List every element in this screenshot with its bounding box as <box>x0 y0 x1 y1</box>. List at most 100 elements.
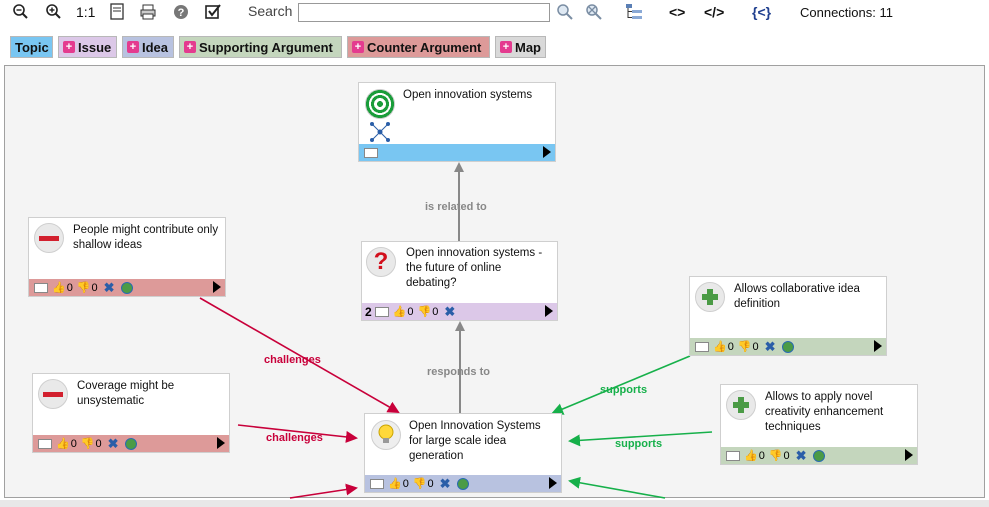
lightbulb-icon <box>371 420 401 450</box>
thumbs-up-icon[interactable]: 👍 <box>713 341 727 353</box>
description-doc-icon[interactable] <box>370 478 384 489</box>
link-related-label[interactable]: is related to <box>425 201 487 213</box>
embed-code-button[interactable]: <> <box>669 4 686 20</box>
tree-layout-icon[interactable] <box>624 2 644 22</box>
clear-search-icon[interactable] <box>584 2 604 22</box>
expand-arrow-icon[interactable] <box>217 437 225 449</box>
link-challenges1-label[interactable]: challenges <box>264 354 321 366</box>
filter-counter-argument-button[interactable]: +Counter Argument <box>347 36 490 58</box>
search-icon[interactable] <box>555 2 575 22</box>
topic-node-footer <box>359 144 555 161</box>
description-doc-icon[interactable] <box>34 282 48 293</box>
thumbs-up-icon[interactable]: 👍 <box>388 478 402 490</box>
globe-icon[interactable] <box>456 477 469 490</box>
zoom-out-icon[interactable] <box>10 2 30 22</box>
topic-node[interactable]: Open innovation systems <box>358 82 556 162</box>
globe-icon[interactable] <box>124 437 137 450</box>
globe-icon[interactable] <box>812 449 825 462</box>
link-supports3-line[interactable] <box>568 476 666 499</box>
link-challenges2-label[interactable]: challenges <box>266 432 323 444</box>
delete-icon[interactable]: ✖ <box>439 475 451 491</box>
link-supports1-label[interactable]: supports <box>600 384 648 396</box>
issue-node-footer: 2 👍0 👎0 ✖ <box>362 303 557 320</box>
delete-icon[interactable]: ✖ <box>107 435 119 451</box>
counter-argument-node[interactable]: People might contribute only shallow ide… <box>28 217 226 297</box>
link-challenges2-line[interactable] <box>237 424 358 443</box>
zoom-actual-size-button[interactable]: 1:1 <box>76 4 96 20</box>
expand-arrow-icon[interactable] <box>905 449 913 461</box>
link-supports2-line[interactable] <box>568 431 713 447</box>
thumbs-up-icon[interactable]: 👍 <box>392 306 407 318</box>
thumbs-up-icon[interactable]: 👍 <box>744 450 758 462</box>
link-challenges1-line[interactable] <box>199 297 400 413</box>
con1-node-title: People might contribute only shallow ide… <box>73 224 219 251</box>
supporting-argument-node[interactable]: Allows to apply novel creativity enhance… <box>720 384 918 465</box>
expand-arrow-icon[interactable] <box>549 477 557 489</box>
pro2-down-votes: 0 <box>783 449 790 462</box>
delete-icon[interactable]: ✖ <box>764 338 776 354</box>
topic-node-title: Open innovation systems <box>403 89 533 101</box>
page-view-icon[interactable] <box>107 2 127 22</box>
plus-icon: + <box>352 41 364 53</box>
plus-icon: + <box>63 41 75 53</box>
edit-code-button[interactable]: </> <box>704 4 725 20</box>
filter-idea-button[interactable]: +Idea <box>122 36 174 58</box>
help-icon[interactable]: ? <box>171 2 191 22</box>
expand-arrow-icon[interactable] <box>213 281 221 293</box>
link-challenges3-line[interactable] <box>289 483 358 499</box>
link-supports1-line[interactable] <box>551 355 691 415</box>
thumbs-down-icon[interactable]: 👎 <box>76 282 91 294</box>
delete-icon[interactable]: ✖ <box>795 447 807 463</box>
filter-map-button[interactable]: +Map <box>495 36 546 58</box>
network-map-icon[interactable] <box>369 121 391 143</box>
link-responds-label[interactable]: responds to <box>427 366 490 378</box>
delete-icon[interactable]: ✖ <box>444 303 456 319</box>
delete-icon[interactable]: ✖ <box>103 279 115 295</box>
con2-down-votes: 0 <box>95 437 102 450</box>
filter-supporting-argument-button[interactable]: +Supporting Argument <box>179 36 342 58</box>
issue-child-count: 2 <box>365 304 372 319</box>
checkbox-select-icon[interactable] <box>203 2 223 22</box>
expand-arrow-icon[interactable] <box>543 146 551 158</box>
thumbs-up-icon[interactable]: 👍 <box>52 282 66 294</box>
thumbs-down-icon[interactable]: 👎 <box>412 478 427 490</box>
issue-up-votes: 0 <box>407 305 414 318</box>
zoom-in-icon[interactable] <box>43 2 63 22</box>
thumbs-down-icon[interactable]: 👎 <box>737 341 752 353</box>
con1-down-votes: 0 <box>91 281 98 294</box>
question-icon: ? <box>366 247 396 277</box>
expand-arrow-icon[interactable] <box>545 305 553 317</box>
filter-topic-button[interactable]: Topic <box>10 36 53 58</box>
globe-icon[interactable] <box>781 340 794 353</box>
pro2-node-footer: 👍0 👎0 ✖ <box>721 447 917 464</box>
plus-icon: + <box>127 41 139 53</box>
issue-down-votes: 0 <box>432 305 439 318</box>
description-doc-icon[interactable] <box>364 147 378 158</box>
con1-up-votes: 0 <box>66 281 73 294</box>
svg-text:?: ? <box>178 7 185 19</box>
description-doc-icon[interactable] <box>374 306 389 317</box>
supporting-argument-node[interactable]: Allows collaborative idea definition 👍0 … <box>689 276 887 356</box>
link-supports2-label[interactable]: supports <box>615 438 663 450</box>
thumbs-down-icon[interactable]: 👎 <box>768 450 783 462</box>
thumbs-down-icon[interactable]: 👎 <box>80 438 95 450</box>
thumbs-up-icon[interactable]: 👍 <box>56 438 70 450</box>
counter-argument-node[interactable]: Coverage might be unsystematic 👍0 👎0 ✖ <box>32 373 230 453</box>
description-doc-icon[interactable] <box>38 438 52 449</box>
json-export-button[interactable]: {<} <box>752 4 772 20</box>
globe-icon[interactable] <box>120 281 133 294</box>
con2-up-votes: 0 <box>70 437 77 450</box>
minus-icon <box>34 223 64 253</box>
idea-node[interactable]: Open Innovation Systems for large scale … <box>364 413 562 493</box>
filter-issue-button[interactable]: +Issue <box>58 36 117 58</box>
description-doc-icon[interactable] <box>695 341 709 352</box>
con2-node-footer: 👍0 👎0 ✖ <box>33 435 229 452</box>
idea-node-footer: 👍0 👎0 ✖ <box>365 475 561 492</box>
description-doc-icon[interactable] <box>726 450 740 461</box>
search-input[interactable] <box>298 3 550 22</box>
print-icon[interactable] <box>138 2 158 22</box>
thumbs-down-icon[interactable]: 👎 <box>417 306 432 318</box>
issue-node[interactable]: ? Open innovation systems - the future o… <box>361 241 558 321</box>
expand-arrow-icon[interactable] <box>874 340 882 352</box>
